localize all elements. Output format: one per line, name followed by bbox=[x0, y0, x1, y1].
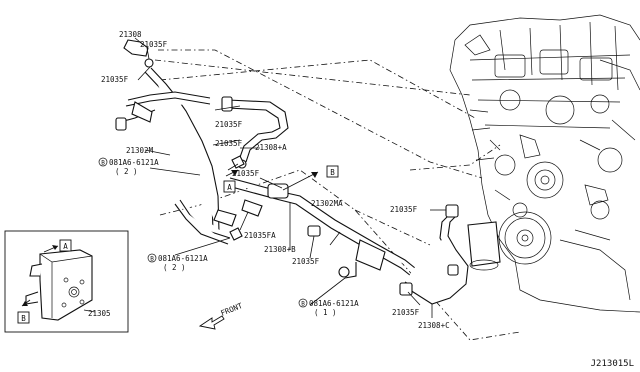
svg-text:B: B bbox=[150, 256, 154, 263]
label-21035f-a: 21035F bbox=[140, 40, 168, 49]
bolt-markers bbox=[229, 155, 245, 241]
svg-text:A: A bbox=[63, 242, 68, 251]
label-21035f-g: 21035F bbox=[390, 205, 418, 214]
svg-text:081A6-6121A: 081A6-6121A bbox=[309, 299, 359, 308]
svg-text:( 2 ): ( 2 ) bbox=[163, 263, 186, 272]
ref-box-b: B bbox=[326, 165, 339, 178]
label-21308: 21308 bbox=[119, 30, 142, 39]
front-arrow: FRONT bbox=[198, 301, 244, 330]
svg-text:A: A bbox=[227, 183, 232, 192]
diagram-id: J213015L bbox=[591, 359, 634, 369]
engine-block bbox=[449, 14, 640, 313]
label-21308-c: 21308+C bbox=[418, 321, 450, 330]
tube-21302ma bbox=[213, 177, 421, 281]
hose-21308-a bbox=[221, 96, 289, 169]
hose-21308-c bbox=[399, 204, 469, 305]
svg-text:081A6-6121A: 081A6-6121A bbox=[109, 158, 159, 167]
label-21035fa: 21035FA bbox=[244, 231, 276, 240]
label-21308-a: 21308+A bbox=[255, 143, 287, 152]
svg-text:( 2 ): ( 2 ) bbox=[115, 167, 138, 176]
leader-lines bbox=[134, 37, 446, 318]
label-21035f-f: 21035F bbox=[292, 257, 320, 266]
label-21035f-d: 21035F bbox=[215, 139, 243, 148]
label-21308-b: 21308+B bbox=[264, 245, 296, 254]
svg-text:B: B bbox=[21, 314, 26, 323]
bolt-callout-3: B 081A6-6121A ( 1 ) bbox=[298, 298, 359, 317]
svg-text:B: B bbox=[101, 160, 105, 167]
svg-text:081A6-6121A: 081A6-6121A bbox=[158, 254, 208, 263]
label-21035f-c: 21035F bbox=[215, 120, 243, 129]
svg-text:FRONT: FRONT bbox=[219, 301, 244, 318]
label-21302ma: 21302MA bbox=[311, 199, 343, 208]
label-21305: 21305 bbox=[88, 309, 111, 318]
label-21035f-b: 21035F bbox=[101, 75, 129, 84]
inset-ref-box-a: A bbox=[59, 239, 72, 252]
bolt-callout-2: B 081A6-6121A ( 2 ) bbox=[147, 253, 208, 272]
label-21302m: 21302M bbox=[126, 146, 154, 155]
svg-text:B: B bbox=[301, 301, 305, 308]
tube-21302m bbox=[115, 67, 231, 245]
svg-text:( 1 ): ( 1 ) bbox=[314, 308, 337, 317]
oil-filter bbox=[467, 221, 501, 271]
inset-ref-box-b: B bbox=[17, 311, 30, 324]
crank-pulley bbox=[498, 211, 552, 265]
bolt-callout-1: B 081A6-6121A ( 2 ) bbox=[98, 157, 159, 176]
svg-text:B: B bbox=[330, 168, 335, 177]
label-21035f-e: 21035F bbox=[232, 169, 260, 178]
label-21035f-h: 21035F bbox=[392, 308, 420, 317]
ref-box-a: A bbox=[223, 180, 236, 193]
reference-arrows bbox=[225, 169, 319, 191]
